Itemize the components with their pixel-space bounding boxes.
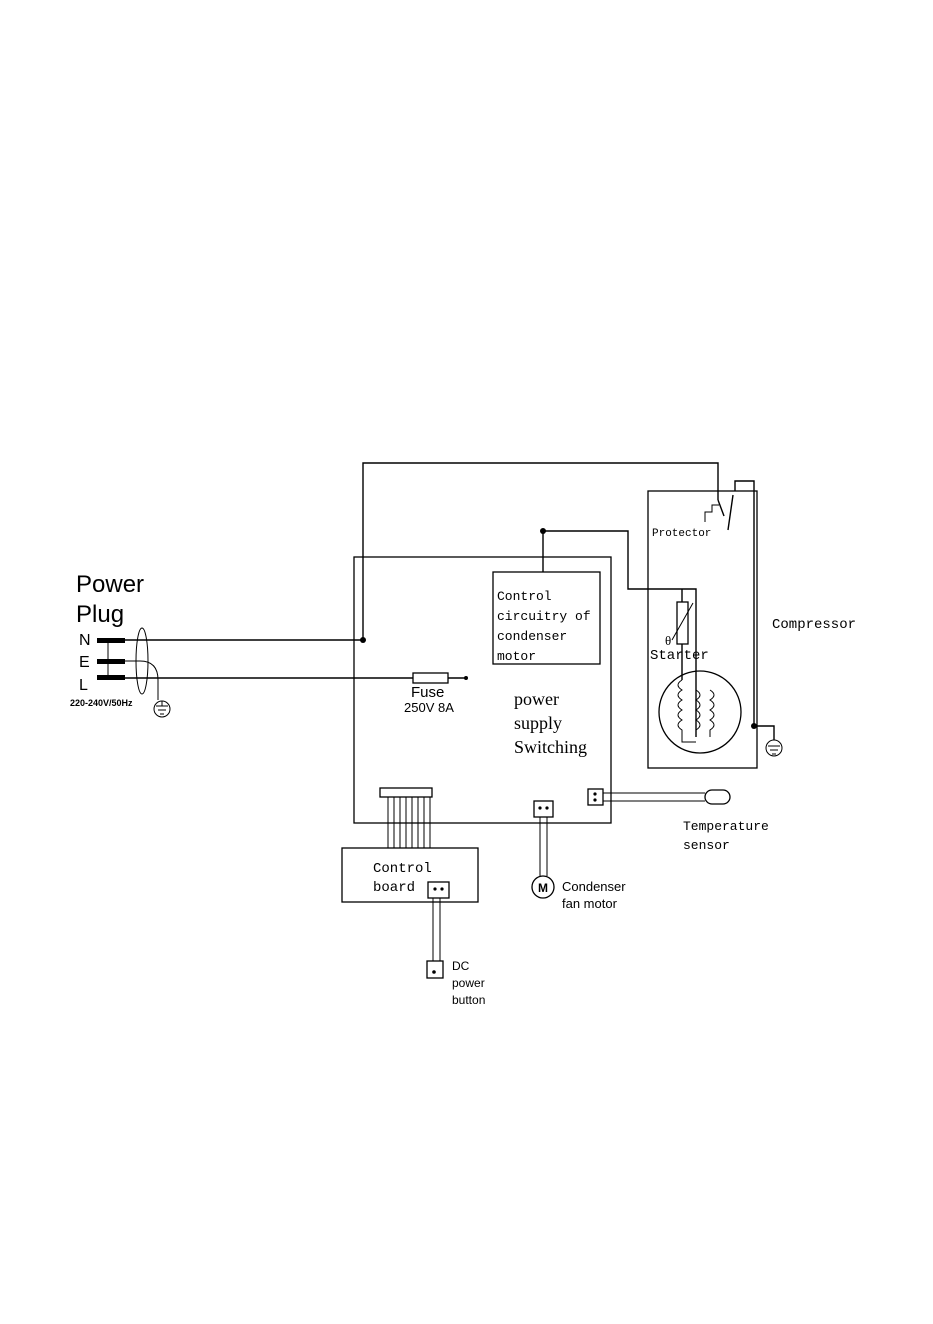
plug-rating: 220-240V/50Hz [70,698,133,708]
dc-button-connector [428,882,449,898]
starter-label: Starter [650,648,709,664]
condenser-fan-connector [534,801,553,817]
control-circuitry-line1: Control [497,589,552,604]
fuse: Fuse 250V 8A [404,673,454,715]
plug-pin-n [97,638,125,643]
start-winding-icon [678,680,696,742]
plug-ground-icon [154,701,170,717]
temperature-sensor-line1: Temperature [683,819,769,834]
power-supply-board-outline [354,557,611,823]
control-circuitry-line4: motor [497,649,536,664]
power-supply-line2: supply [514,713,562,733]
fuse-rating: 250V 8A [404,700,454,715]
plug-pin-l [97,675,125,680]
temperature-sensor-probe [705,790,730,804]
fuse-label: Fuse [411,684,444,701]
plug-pin-l-label: L [79,677,88,694]
fuse-body [413,673,448,683]
condenser-fan-motor-symbol: M [538,881,548,895]
control-circuitry-line3: condenser [497,629,567,644]
protector: Protector [652,495,733,540]
power-plug-title-line2: Plug [76,601,124,628]
main-wiring [125,463,718,680]
protector-label: Protector [652,528,711,540]
protector-return-wire [735,481,754,726]
control-circuitry-line2: circuitry of [497,609,591,624]
protector-contact-left [718,500,724,516]
power-plug: Power Plug N E L 220-240V/50Hz [70,571,170,717]
compressor-label: Compressor [772,617,856,633]
power-supply-board: power supply Switching [354,557,611,823]
control-board-line1: Control [373,861,432,877]
protector-bimetal-icon [705,505,719,522]
compressor-ground-icon [766,740,782,756]
control-board-line2: board [373,880,415,896]
temperature-sensor-connector [588,789,603,805]
power-supply-line3: Switching [514,737,587,757]
compressor: Protector θ Starter Compressor [648,481,856,768]
ribbon-connector [380,788,432,797]
power-plug-title-line1: Power [76,571,144,598]
temperature-sensor-line2: sensor [683,838,730,853]
power-supply-line1: power [514,689,559,709]
dc-button-line1: DC [452,959,470,973]
common-winding-icon [710,690,714,737]
starter-ptc-body [677,602,688,644]
compressor-motor [659,671,741,753]
dc-button-line2: power [452,976,485,990]
condenser-fan-line2: fan motor [562,896,618,911]
control-board: Control board [342,788,478,961]
compressor-motor-circle [659,671,741,753]
compressor-earth-junction [751,723,757,729]
dc-power-button: DC power button [427,959,485,1007]
protector-contact-right [728,495,733,530]
plug-pin-e [97,659,125,664]
dc-power-button-icon [427,961,443,978]
starter: θ Starter [650,589,709,680]
fuse-terminal [464,676,468,680]
starter-theta: θ [665,633,671,648]
neutral-junction [360,637,366,643]
temperature-sensor: Temperature sensor [588,789,769,853]
starter-ptc-arrow [672,603,693,640]
plug-pin-e-label: E [79,654,90,671]
dc-button-line3: button [452,993,485,1007]
condenser-fan-line1: Condenser [562,879,626,894]
plug-pin-n-label: N [79,632,91,649]
condenser-fan-motor: M Condenser fan motor [532,801,626,911]
